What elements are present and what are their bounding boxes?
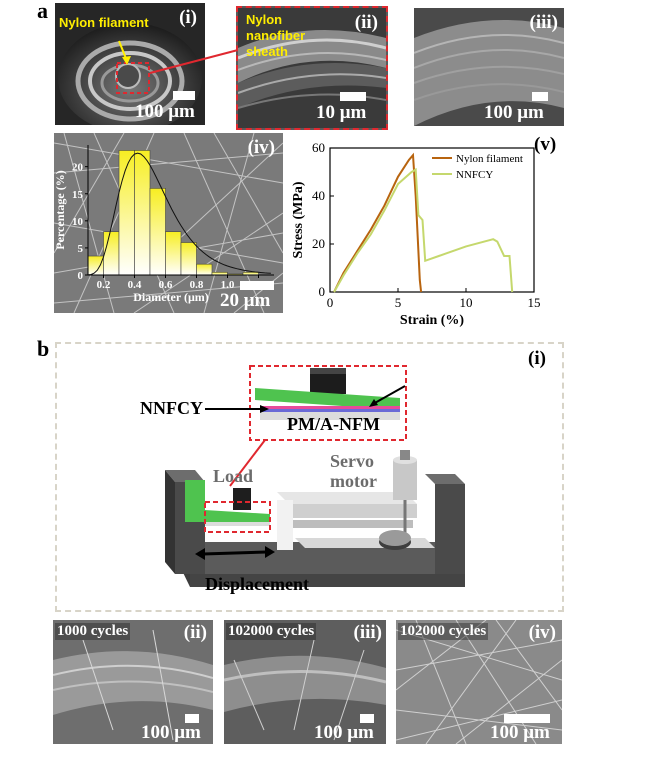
- histogram-y-tick-label: 0: [78, 270, 84, 282]
- scale-text-b-iv: 100 μm: [490, 722, 550, 743]
- sem-image-nylon-filament: Nylon filament (i) 100 μm: [55, 3, 205, 125]
- stress-x-axis-label: Strain (%): [400, 313, 465, 328]
- scale-text-a-ii: 10 μm: [316, 102, 367, 123]
- histogram-bar: [196, 263, 213, 276]
- sem-texture-ii: [238, 8, 386, 128]
- scale-text-a-i: 100 μm: [135, 101, 195, 122]
- sem-texture-b-iv: [396, 620, 562, 744]
- scale-bar-b-iii: [360, 714, 374, 723]
- sem-texture-b-ii: [53, 620, 213, 744]
- panel-a-letter: a: [37, 0, 48, 23]
- panel-a-v-label: (v): [534, 134, 557, 155]
- scale-text-a-iii: 100 μm: [484, 102, 544, 123]
- nylon-filament-callout: Nylon filament: [59, 15, 149, 30]
- displacement-label: Displacement: [205, 574, 309, 594]
- stress-legend-label: NNFCY: [456, 169, 493, 181]
- setup-schematic-frame: [55, 342, 564, 612]
- nanofiber-callout-line2: nanofiber: [246, 28, 306, 43]
- histogram-bar: [165, 231, 182, 276]
- histogram-x-tick-label: 1.0: [221, 279, 235, 291]
- nanofiber-callout-line1: Nylon: [246, 12, 283, 27]
- histogram-y-tick-label: 20: [72, 162, 84, 174]
- histogram-x-tick-label: 0.8: [190, 279, 204, 291]
- scale-bar-a-iii: [532, 92, 548, 101]
- stress-x-tick-label: 0: [327, 295, 334, 310]
- panel-a-i-label: (i): [179, 7, 197, 28]
- cycles-text-b-iii: 102000 cycles: [226, 623, 317, 640]
- scale-text-b-ii: 100 μm: [141, 722, 201, 743]
- nanofiber-callout-line3: sheath: [246, 44, 288, 59]
- cycles-text-b-ii: 1000 cycles: [55, 623, 131, 640]
- scale-text-a-iv: 20 μm: [220, 290, 271, 311]
- sem-cycles-102000-a: 102000 cycles (iii) 100 μm: [224, 620, 386, 744]
- histogram-y-tick-label: 10: [72, 216, 84, 228]
- sem-texture-b-iii: [224, 620, 386, 744]
- servo-label-line2: motor: [330, 471, 377, 491]
- pm-anfm-label: PM/A-NFM: [287, 414, 380, 434]
- sem-image-iii: (iii) 100 μm: [414, 8, 564, 126]
- stress-series-line: [333, 167, 514, 293]
- stress-x-tick-label: 15: [528, 295, 541, 310]
- histogram-bar: [103, 231, 120, 276]
- histogram-y-tick-label: 15: [72, 189, 84, 201]
- cycles-text-b-iv: 102000 cycles: [398, 623, 489, 640]
- stress-y-tick-label: 0: [319, 284, 326, 299]
- histogram-bar: [180, 242, 197, 276]
- panel-b-iv-label: (iv): [528, 622, 556, 643]
- histogram-fit-curve: [87, 152, 271, 276]
- sem-texture-iii: [414, 8, 564, 126]
- histogram-bar: [134, 150, 151, 276]
- stress-series-line: [333, 152, 423, 293]
- nnfcy-label: NNFCY: [140, 398, 203, 418]
- histogram-bar: [149, 188, 166, 276]
- diameter-histogram: 0.20.40.60.81.01.205101520Diameter (μm)P…: [54, 145, 274, 304]
- panel-b-ii-label: (ii): [183, 622, 207, 643]
- histogram-y-tick-label: 5: [78, 243, 84, 255]
- panel-a-iii-label: (iii): [529, 12, 559, 33]
- panel-a-ii-label: (ii): [354, 12, 378, 33]
- servo-label-line1: Servo: [330, 451, 374, 471]
- stress-plot-frame: [329, 147, 535, 293]
- stress-x-tick-label: 10: [460, 295, 473, 310]
- stress-y-tick-label: 60: [312, 140, 325, 155]
- fatigue-test-rig: PM/A-NFM NNFCY Load Servo motor Displace…: [140, 365, 465, 594]
- panel-b-iii-label: (iii): [353, 622, 383, 643]
- scale-bar-b-ii: [185, 714, 199, 723]
- stress-x-tick-label: 5: [395, 295, 402, 310]
- sem-histogram-panel: 0.20.40.60.81.01.205101520Diameter (μm)P…: [54, 133, 283, 313]
- scale-text-b-iii: 100 μm: [314, 722, 374, 743]
- histogram-x-tick-label: 0.6: [159, 279, 173, 291]
- histogram-x-tick-label: 0.2: [97, 279, 111, 291]
- histogram-x-axis-label: Diameter (μm): [133, 290, 209, 304]
- stress-y-axis-label: Stress (MPa): [291, 181, 306, 258]
- scale-bar-a-ii: [340, 92, 366, 101]
- panel-b-letter: b: [37, 336, 50, 361]
- load-label: Load: [213, 466, 253, 486]
- stress-y-tick-label: 40: [312, 188, 325, 203]
- scale-bar-a-i: [173, 91, 195, 100]
- histogram-bar: [118, 150, 135, 276]
- sem-image-nanofiber-sheath: Nylon nanofiber sheath (ii) 10 μm: [236, 6, 388, 130]
- panel-a-iv-label: (iv): [247, 137, 275, 158]
- stress-legend-label: Nylon filament: [456, 153, 523, 165]
- sem-cycles-1000: 1000 cycles (ii) 100 μm: [53, 620, 213, 744]
- scale-bar-b-iv: [504, 714, 550, 723]
- scale-bar-a-iv: [240, 281, 274, 290]
- panel-b-i-label: (i): [528, 348, 546, 369]
- sem-cycles-102000-b: 102000 cycles (iv) 100 μm: [396, 620, 562, 744]
- stress-y-tick-label: 20: [312, 236, 325, 251]
- histogram-y-axis-label: Percentage (%): [54, 170, 67, 249]
- histogram-x-tick-label: 0.4: [128, 279, 142, 291]
